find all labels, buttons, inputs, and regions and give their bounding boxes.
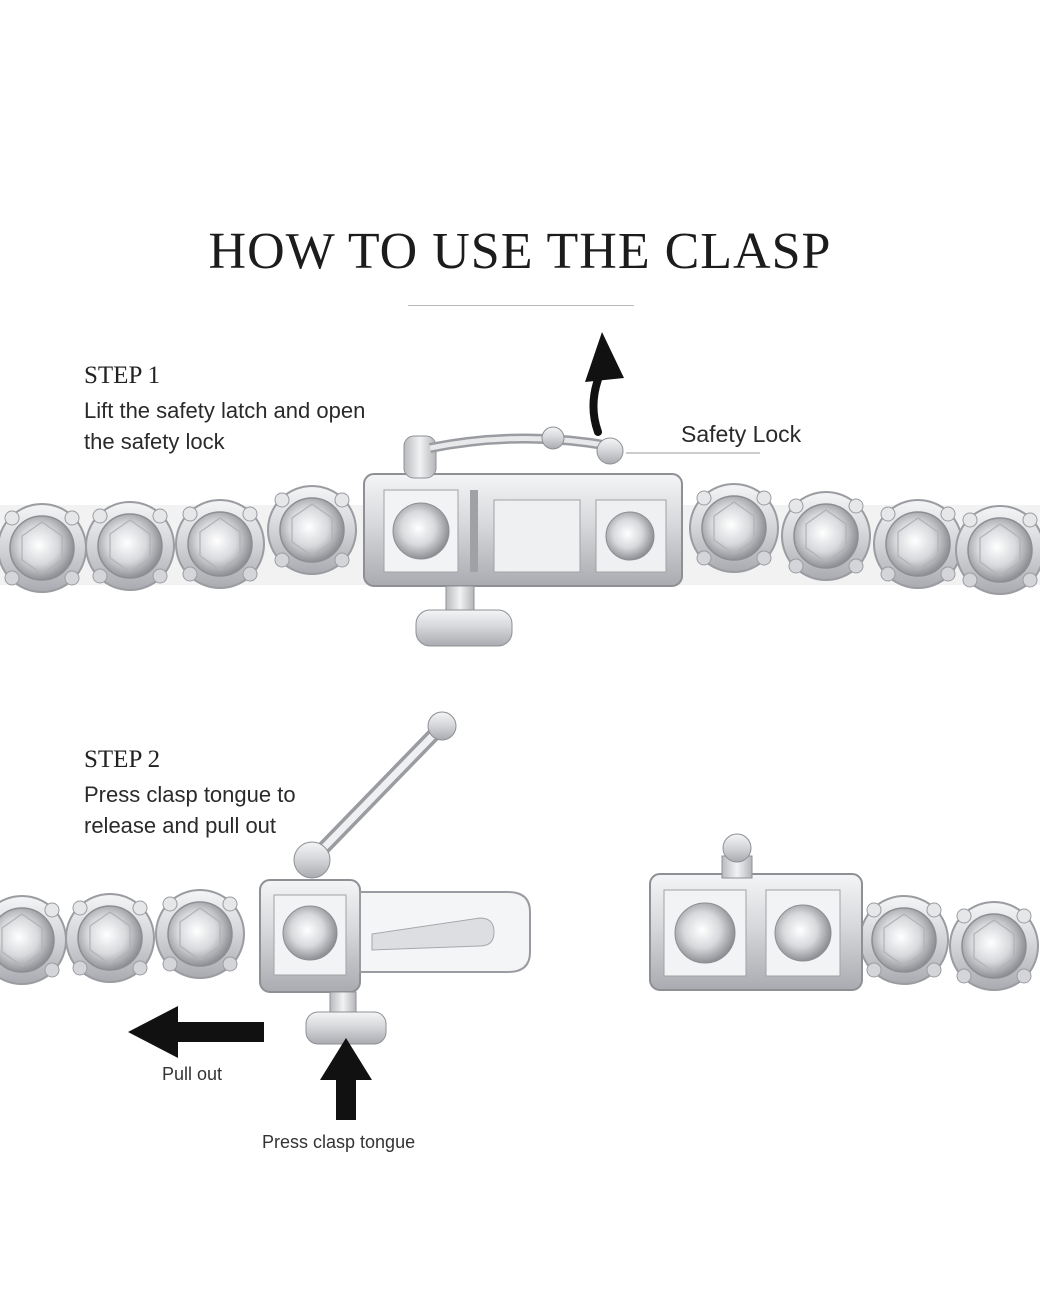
pull-out-label: Pull out xyxy=(162,1064,223,1084)
step1-line1: Lift the safety latch and open xyxy=(84,398,366,423)
page-title: HOW TO USE THE CLASP xyxy=(208,223,832,280)
step2-line1: Press clasp tongue to xyxy=(84,782,296,807)
step2-heading: STEP 2 xyxy=(84,746,161,773)
curved-up-arrow-icon xyxy=(585,332,624,436)
step1-heading: STEP 1 xyxy=(84,362,161,389)
step2-bracelet-left xyxy=(0,889,245,985)
step1-line2: the safety lock xyxy=(84,429,225,454)
left-arrow-icon xyxy=(128,1006,264,1058)
step2-line2: release and pull out xyxy=(84,813,277,838)
step2-clasp-left xyxy=(259,711,531,1045)
step1-clasp xyxy=(363,426,683,647)
step2-bracelet-right xyxy=(859,895,1039,991)
step2-clasp-right xyxy=(649,833,863,991)
title-divider xyxy=(408,305,634,306)
safety-lock-label: Safety Lock xyxy=(681,421,802,447)
press-clasp-tongue-label: Press clasp tongue xyxy=(262,1132,416,1152)
up-arrow-icon xyxy=(320,1038,372,1120)
